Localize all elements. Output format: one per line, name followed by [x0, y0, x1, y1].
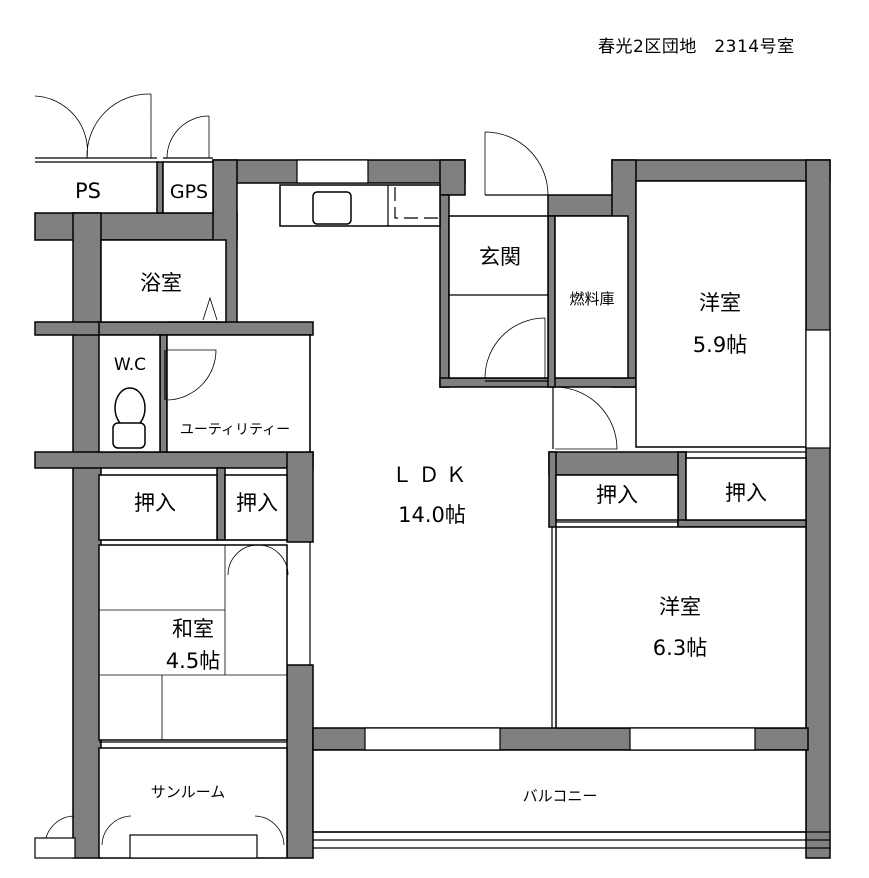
japanese-room — [98, 544, 288, 741]
fuel-storage-label: 燃料庫 — [569, 290, 614, 308]
closet-label: 押入 — [134, 491, 176, 515]
room-labels: PS GPS 浴室 W.C ユーティリティー 玄関 燃料庫 洋室 5.9帖 ＬＤ… — [75, 179, 767, 805]
inner-door-swing — [484, 317, 546, 379]
closet-room — [555, 474, 679, 521]
wall — [439, 159, 466, 196]
balcony-label: バルコニー — [523, 787, 598, 805]
ps-label: PS — [75, 179, 101, 203]
western-room-2 — [555, 526, 807, 729]
closet-room — [98, 474, 218, 541]
sunroom-label: サンルーム — [151, 783, 226, 801]
western-room-2-name: 洋室 — [659, 595, 701, 619]
bath-room — [100, 239, 227, 323]
western-room-1-size: 5.9帖 — [693, 333, 747, 357]
wall — [439, 194, 450, 388]
bedroom-door-swing — [554, 386, 618, 450]
wall — [439, 377, 637, 388]
ldk-size: 14.0帖 — [398, 503, 466, 527]
bath-label: 浴室 — [140, 271, 182, 295]
wall — [677, 519, 807, 528]
gps-room — [162, 161, 214, 214]
balcony — [312, 749, 807, 833]
western-room-2-size: 6.3帖 — [653, 636, 707, 660]
bath-folding-door — [202, 296, 218, 321]
wall — [286, 451, 314, 543]
japanese-room-size: 4.5帖 — [166, 649, 220, 673]
wall — [216, 467, 226, 541]
wall — [548, 451, 687, 476]
wall — [159, 334, 168, 453]
entrance-door-swing — [484, 131, 549, 196]
closet-label: 押入 — [725, 481, 767, 505]
doors — [34, 93, 806, 846]
wall — [547, 215, 556, 388]
floor-plan-title: 春光2区団地 2314号室 — [598, 37, 795, 57]
wall — [34, 212, 238, 241]
genkan-room — [448, 215, 549, 379]
toilet-bowl — [114, 387, 146, 429]
wall — [34, 321, 102, 336]
bedroom-window — [805, 329, 831, 449]
closet-label: 押入 — [596, 483, 638, 507]
stove-outline — [394, 187, 440, 219]
ldk-window — [364, 727, 501, 751]
toilet-tank — [112, 422, 146, 449]
closet-label: 押入 — [236, 491, 278, 515]
wc-door-swing — [166, 349, 217, 401]
bedroom2-window — [629, 727, 756, 751]
closet-room — [685, 457, 807, 521]
fixtures — [34, 159, 831, 859]
genkan-label: 玄関 — [479, 245, 521, 269]
closet-double-door — [227, 544, 289, 576]
utility-label: ユーティリティー — [180, 422, 290, 438]
wall — [805, 159, 831, 859]
ldk-name: ＬＤＫ — [392, 463, 473, 487]
wall — [677, 451, 687, 528]
neighbor-window — [34, 837, 76, 859]
ps-door-swing — [34, 93, 152, 159]
wall — [286, 664, 314, 859]
western-room-1-name: 洋室 — [699, 291, 741, 315]
gps-door-swing — [166, 115, 210, 159]
sink — [312, 191, 352, 225]
sunroom-window — [129, 834, 258, 859]
wall — [72, 212, 102, 859]
western-room-1 — [635, 180, 807, 448]
kitchen-counter — [279, 184, 441, 227]
fuel-storage-room — [554, 215, 629, 379]
kitchen-window — [296, 159, 369, 184]
wall — [98, 321, 314, 336]
wall — [156, 161, 164, 214]
wall — [34, 451, 314, 469]
wall — [548, 451, 557, 528]
japanese-room-name: 和室 — [172, 617, 214, 641]
closet-room — [224, 474, 288, 541]
wall — [611, 159, 831, 182]
gps-label: GPS — [170, 181, 208, 203]
wc-label: W.C — [114, 355, 146, 375]
